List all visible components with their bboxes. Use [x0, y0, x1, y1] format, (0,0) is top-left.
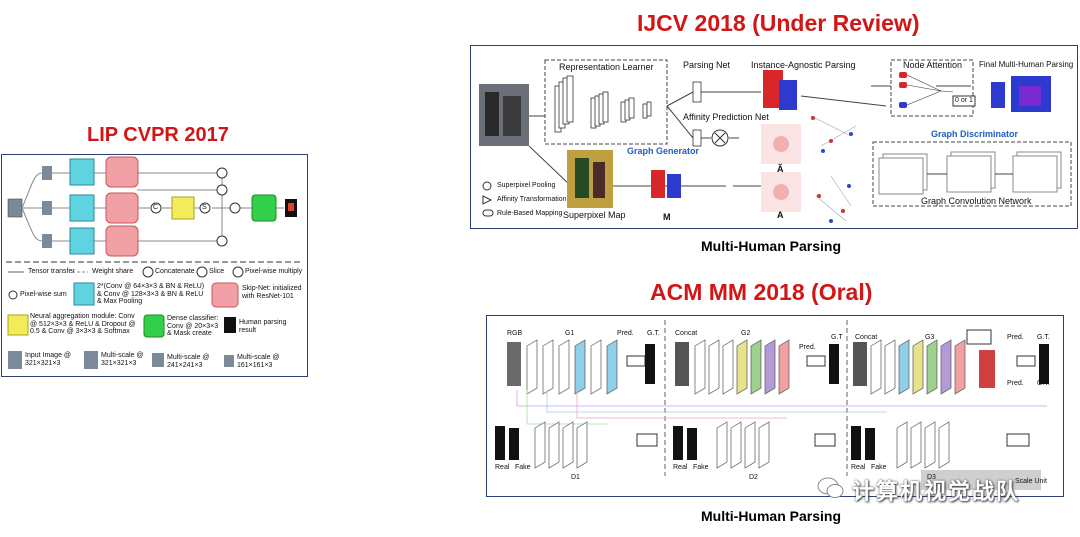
ijcv-instance-agnostic: Instance-Agnostic Parsing — [751, 60, 856, 70]
legend-conv-block: 2*(Conv @ 64×3×3 & BN & ReLU) & Conv @ 1… — [97, 283, 205, 306]
acm-pred4: Pred. — [1007, 380, 1024, 387]
legend-weight-share: Weight share — [92, 268, 134, 275]
legend-concatenate: Concatenate — [155, 268, 195, 275]
acm-g2: G2 — [741, 330, 751, 337]
ijcv-graph-generator: Graph Generator — [627, 146, 700, 156]
legend-multiscale-321: Multi-scale @ 321×321×3 — [101, 352, 144, 367]
watermark-text: 计算机视觉战队 — [852, 479, 1021, 504]
ijcv-figure: Representation Learner Parsing Net Insta… — [470, 45, 1078, 229]
legend-skip-net: Skip-Net: initialized with ResNet-101 — [242, 285, 302, 300]
ijcv-representation-learner: Representation Learner — [559, 62, 654, 72]
acm-figure: RGB G1 Pred. G.T. Concat G2 Pred. G.T Co… — [486, 315, 1064, 497]
ijcv-node-attention: Node Attention — [903, 60, 963, 70]
acm-d2: D2 — [749, 474, 758, 481]
lip-op-s: S — [202, 204, 207, 211]
acm-diagram — [495, 320, 1049, 490]
legend-slice: Slice — [209, 268, 225, 275]
acm-gt2: G.T — [831, 334, 843, 341]
ijcv-heading: IJCV 2018 (Under Review) — [637, 10, 920, 36]
lip-op-c: C — [153, 204, 159, 211]
acm-gt3: G.T. — [1037, 334, 1050, 341]
acm-g1: G1 — [565, 330, 575, 337]
acm-gt1: G.T. — [647, 330, 660, 337]
acm-caption: Multi-Human Parsing — [701, 508, 842, 524]
ijcv-diagram — [479, 59, 1072, 223]
ijcv-caption: Multi-Human Parsing — [701, 238, 842, 254]
acm-d3: D3 — [927, 474, 936, 481]
ijcv-a-label: A — [777, 210, 784, 220]
legend-dense-classifier: Dense classifier: Conv @ 20×3×3 & Mask c… — [167, 315, 219, 338]
ijcv-affinity-net: Affinity Prediction Net — [683, 112, 769, 122]
acm-fake1: Fake — [515, 464, 531, 471]
legend-parsing-result: Human parsing result — [239, 319, 287, 334]
acm-fake3: Fake — [871, 464, 887, 471]
acm-concat2: Concat — [855, 334, 878, 341]
legend-input-image: Input Image @ 321×321×3 — [25, 352, 72, 367]
ijcv-zero-or-one: 0 or 1 — [955, 97, 973, 104]
legend-tensor-transfer: Tensor transfer — [28, 268, 75, 275]
acm-g3: G3 — [925, 334, 935, 341]
acm-concat1: Concat — [675, 330, 698, 337]
lip-heading: LIP CVPR 2017 — [87, 124, 229, 146]
legend-multiscale-241: Multi-scale @ 241×241×3 — [167, 354, 210, 369]
ijcv-graph-discriminator: Graph Discriminator — [931, 129, 1019, 139]
ijcv-a-tilde-label: Ã — [777, 164, 784, 174]
acm-fake2: Fake — [693, 464, 709, 471]
ijcv-legend-affinity: Affinity Transformation — [497, 196, 567, 203]
acm-d1: D1 — [571, 474, 580, 481]
ijcv-final-parsing: Final Multi-Human Parsing — [979, 60, 1074, 69]
acm-gt4: G.T. — [1037, 380, 1050, 387]
ijcv-legend-pooling: Superpixel Pooling — [497, 182, 556, 189]
wechat-icon — [817, 476, 845, 500]
legend-aggregation: Neural aggregation module: Conv @ 512×3×… — [30, 313, 136, 336]
ijcv-m-label: M — [663, 212, 671, 222]
legend-pixel-multiply: Pixel-wise multiply — [245, 268, 303, 275]
acm-heading: ACM MM 2018 (Oral) — [650, 279, 873, 305]
acm-pred2: Pred. — [799, 344, 816, 351]
acm-pred3: Pred. — [1007, 334, 1024, 341]
acm-pred1: Pred. — [617, 330, 634, 337]
acm-scale-unit: Scale Unit — [1015, 478, 1047, 485]
ijcv-parsing-net: Parsing Net — [683, 60, 731, 70]
acm-rgb: RGB — [507, 330, 523, 337]
ijcv-superpixel-map: Superpixel Map — [563, 210, 626, 220]
ijcv-legend-rule: Rule-Based Mapping — [497, 210, 563, 217]
ijcv-gcn: Graph Convolution Network — [921, 196, 1032, 206]
lip-figure: C S Tensor transfer Weight share Concate… — [1, 154, 308, 377]
lip-diagram — [6, 156, 302, 369]
legend-multiscale-161: Multi-scale @ 161×161×3 — [237, 354, 280, 369]
acm-real2: Real — [673, 464, 688, 471]
acm-real3: Real — [851, 464, 866, 471]
legend-pixel-sum: Pixel-wise sum — [20, 291, 67, 298]
acm-real1: Real — [495, 464, 510, 471]
